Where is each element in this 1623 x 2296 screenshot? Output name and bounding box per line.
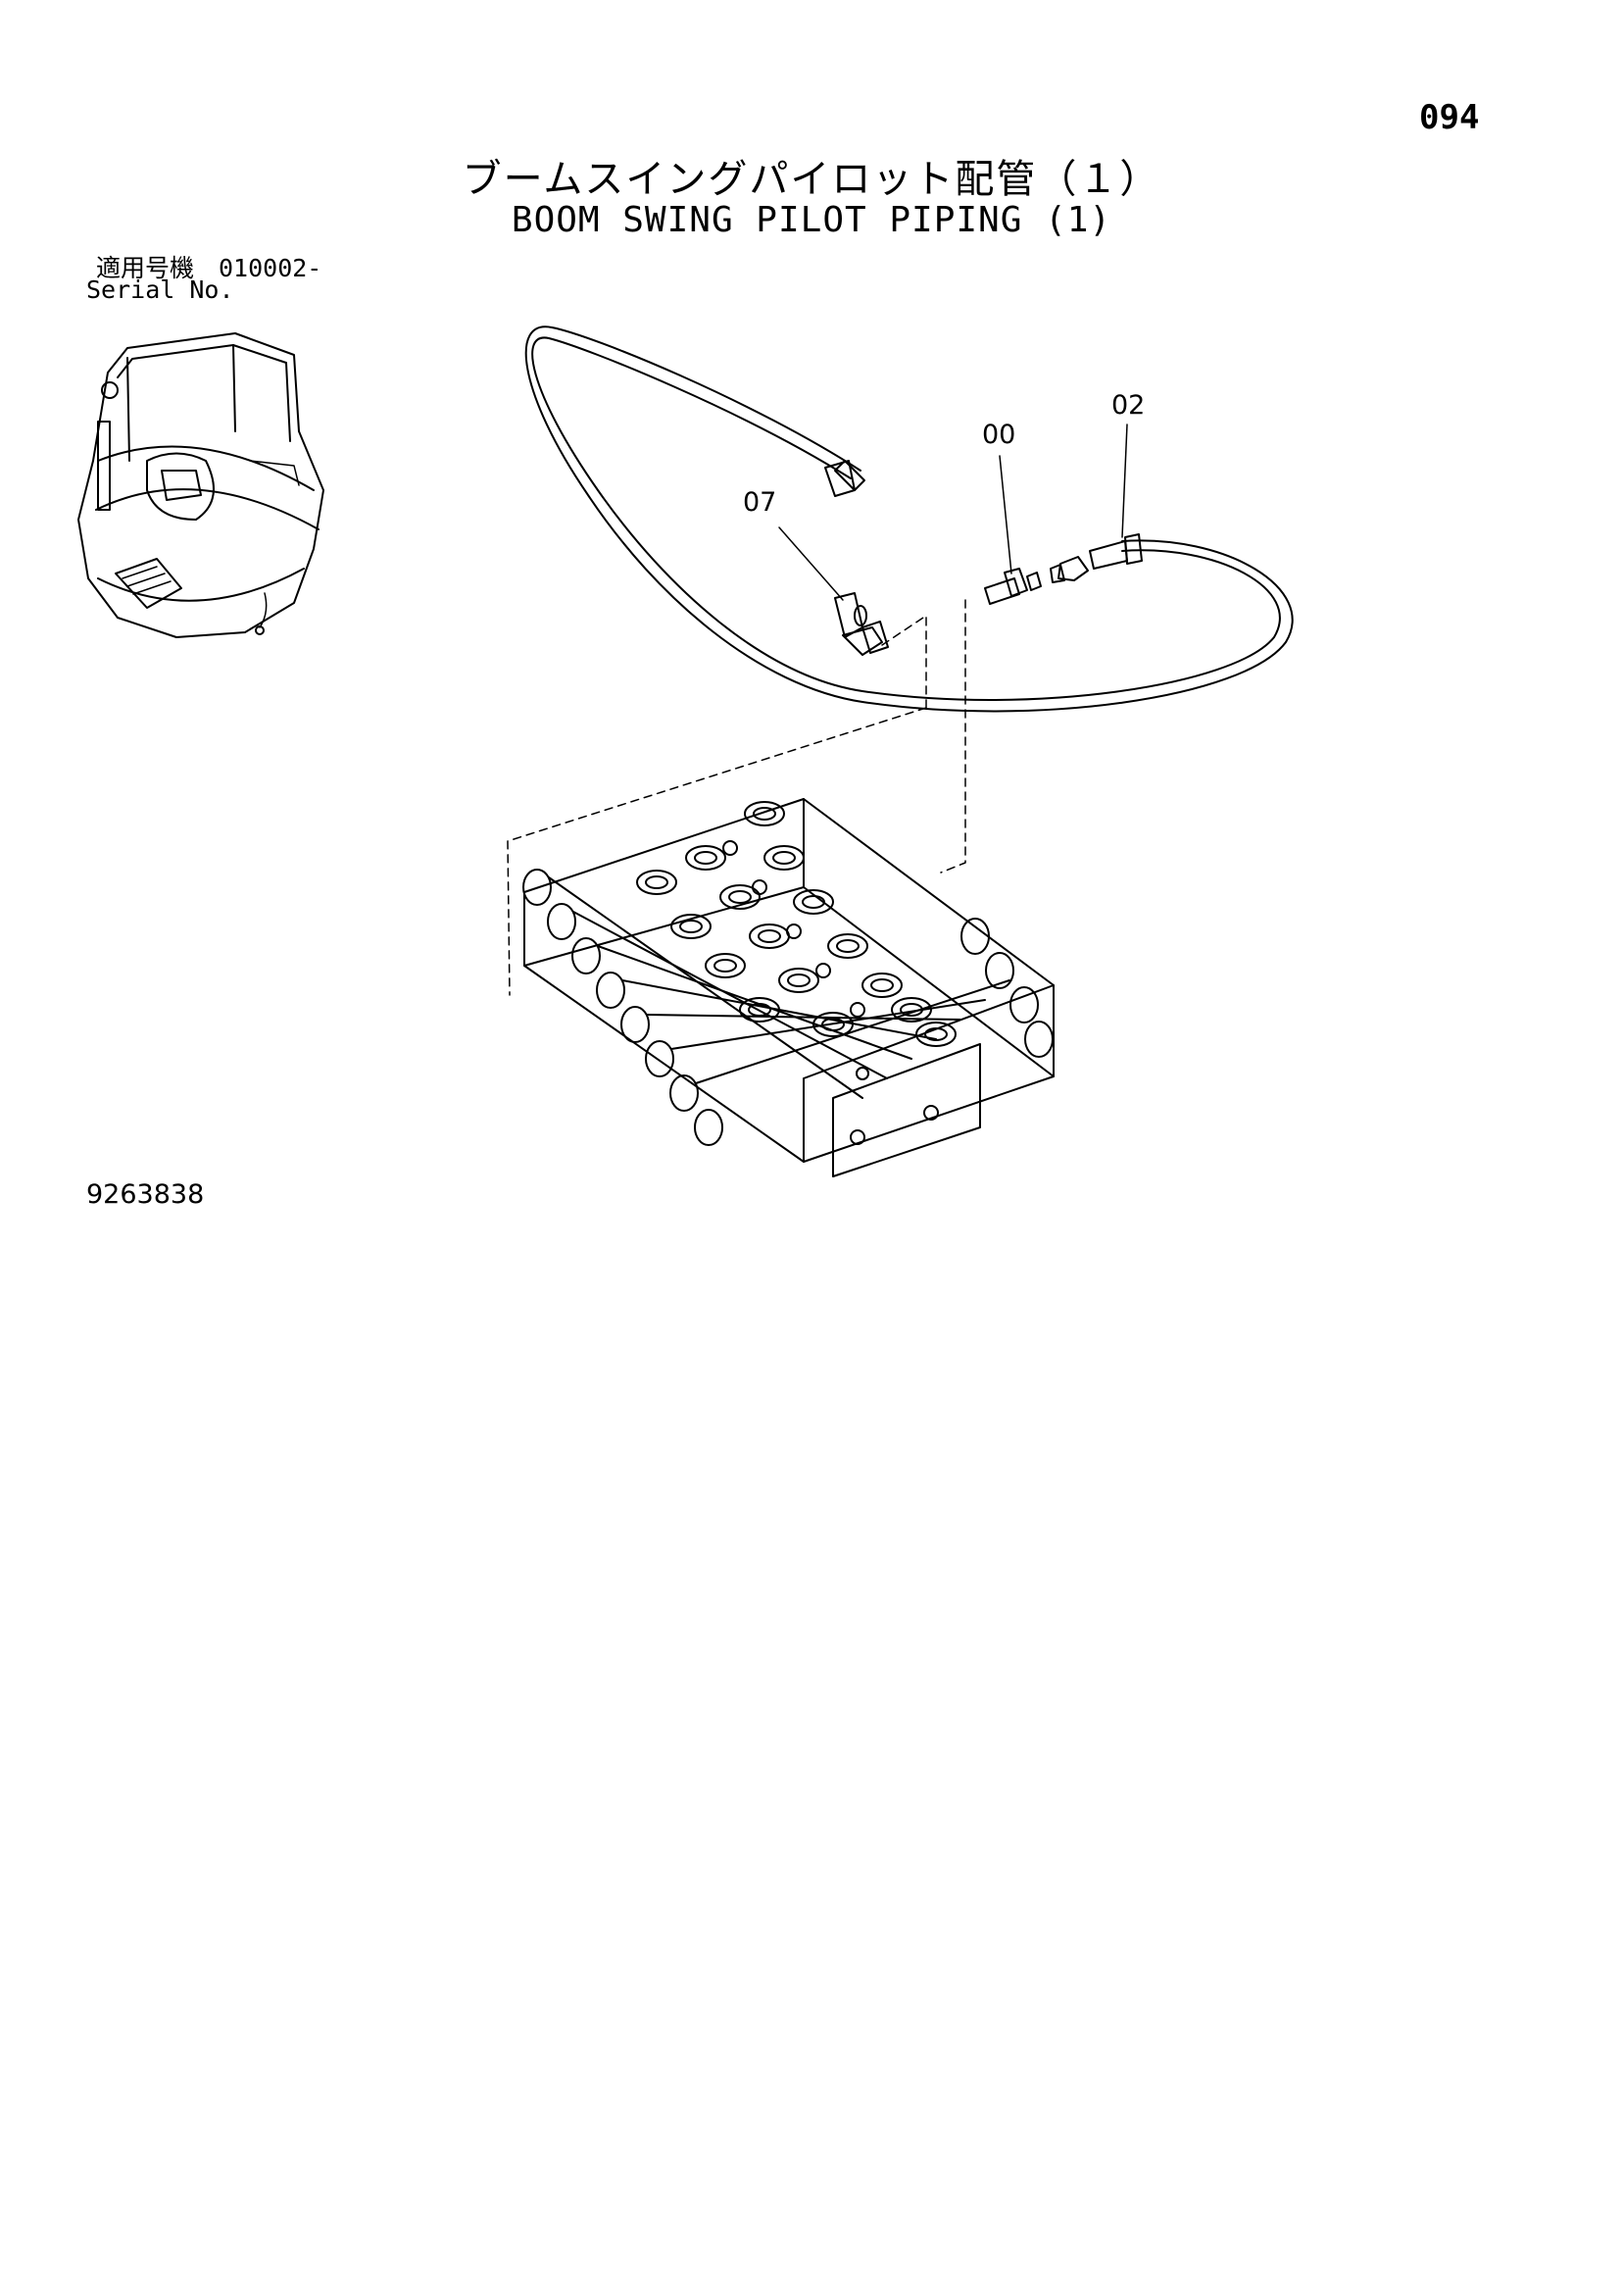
serial-label-english: Serial No. <box>86 275 234 304</box>
adapter-fitting-00 <box>984 568 1042 605</box>
page-title-japanese: ブームスイングパイロット配管（１） <box>462 157 1161 202</box>
serial-range-japanese: 適用号機 010002- <box>96 254 322 282</box>
page-title-english: BOOM SWING PILOT PIPING (1) <box>511 200 1112 240</box>
callout-00: 00 <box>982 420 1016 450</box>
control-valve <box>522 798 1055 1177</box>
drawing-code: 9263838 <box>86 1179 205 1210</box>
callout-leaders <box>778 424 1128 601</box>
callout-02: 02 <box>1111 390 1146 421</box>
page-number: 094 <box>1419 98 1480 137</box>
reference-lines <box>507 599 966 996</box>
elbow-fitting-07 <box>834 592 889 656</box>
excavator-cab-keymap <box>77 332 324 638</box>
pilot-hose <box>524 325 1294 713</box>
callout-07: 07 <box>743 487 777 518</box>
